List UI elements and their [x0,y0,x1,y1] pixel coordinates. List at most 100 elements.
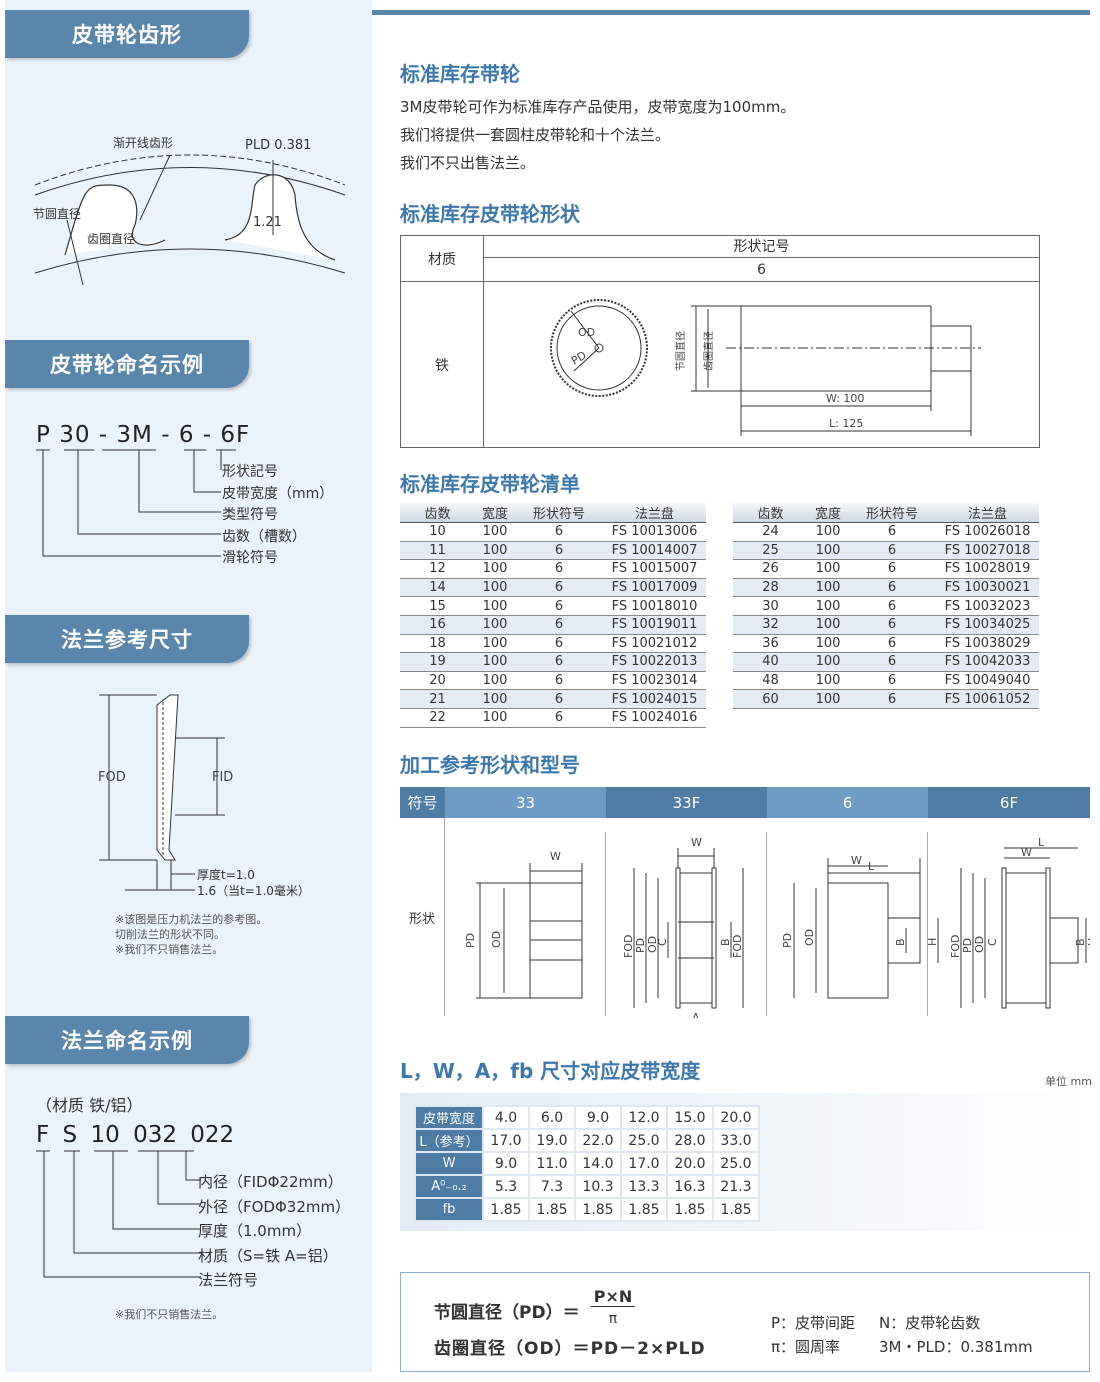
cell-width: 100 [808,522,848,542]
dim-b-6: B [894,938,907,946]
naming-legend: 形状記号 皮带宽度（mm） 类型符号 齿数（槽数） 滑轮符号 [222,462,333,570]
dims-cell: 9.0 [574,1105,622,1130]
fod-label: FOD [98,770,126,785]
cell-width: 100 [808,559,848,579]
cell-flange: FS 10028019 [936,559,1039,579]
cell-teeth: 32 [733,615,808,635]
dim-pd-33: PD [464,933,477,948]
cell-width: 100 [475,615,515,635]
cell-shape: 6 [848,559,936,579]
code-fod: 032 [133,1122,177,1148]
stock-line: 我们将提供一套圆柱皮带轮和十个法兰。 [400,126,671,144]
naming-item: 滑轮符号 [222,550,278,566]
cell-teeth: 22 [400,708,475,728]
cell-flange: FS 10038029 [936,634,1039,654]
dims-cell: 7.3 [528,1174,576,1199]
flange-notes: ※该图是压力机法兰的参考图。 切削法兰的形状不同。 ※我们不只销售法兰。 [115,912,267,957]
dims-row-header: fb [414,1197,484,1222]
dim-w-6f: W [1021,846,1032,859]
dim-a-33f: A [692,1011,700,1018]
cell-width: 100 [475,559,515,579]
cell-shape: 6 [515,652,603,672]
cell-flange: FS 10022013 [603,652,706,672]
thickness-label: 厚度t=1.0 [197,867,255,882]
col-width: 宽度 [808,503,848,523]
dim-fod2-33f: FOD [731,935,744,958]
involute-label: 渐开线齿形 [113,136,173,150]
code-sep: - [161,422,171,448]
naming-item: 类型符号 [222,507,278,523]
cell-flange: FS 10013006 [603,522,706,542]
cell-width: 100 [808,596,848,616]
flange-item: 外径（FODΦ32mm） [198,1197,351,1216]
cell-shape: 6 [848,689,936,709]
dims-row-header: A⁰₋₀.₂ [414,1174,484,1199]
dim-fod-33f: FOD [622,935,635,958]
cell-shape: 6 [848,634,936,654]
cell-shape: 6 [515,708,603,728]
cell-shape: 6 [848,541,936,561]
cell-flange: FS 10034025 [936,615,1039,635]
cell-flange: FS 10049040 [936,671,1039,691]
dims-cell: 1.85 [620,1197,668,1222]
col-teeth: 齿数 [400,503,475,523]
shape-title: 标准库存皮带轮形状 [400,202,580,226]
process-col-33: 33 [445,787,606,818]
process-col-6f: 6F [928,787,1090,818]
flange-code: F S 10 032 022 [36,1122,234,1148]
note: 切削法兰的形状不同。 [115,928,225,941]
cell-teeth: 10 [400,522,475,542]
note: ※我们不只销售法兰。 [115,943,224,956]
dims-cell: 1.85 [528,1197,576,1222]
cell-teeth: 19 [400,652,475,672]
dims-cell: 5.3 [482,1174,530,1199]
cell-flange: FS 10021012 [603,634,706,654]
dim-b-33f: B [719,938,732,946]
dims-cell: 1.85 [712,1197,760,1222]
cell-width: 100 [808,615,848,635]
pld-label: PLD 0.381 [245,138,311,153]
cell-teeth: 15 [400,596,475,616]
pitch-label: 节圆直径 [33,207,81,221]
cell-teeth: 18 [400,634,475,654]
cell-width: 100 [808,634,848,654]
process-body: 形状 W PD OD W FOD [400,818,1090,1018]
dim-w-33: W [550,850,561,863]
dims-cell: 21.3 [712,1174,760,1199]
dim-od-33f: OD [646,936,659,953]
cell-teeth: 48 [733,671,808,691]
code-width: 6 [178,422,195,448]
unit-label: 单位 mm [1045,1075,1092,1088]
l-dim-label: L: 125 [829,417,863,430]
cell-flange: FS 10026018 [936,522,1039,542]
process-table: 符号 33 33F 6 6F 形状 [400,787,1090,1018]
cell-width: 100 [808,578,848,598]
dim-l-6f: L [1038,836,1045,849]
fid-label: FID [212,770,233,785]
dims-cell: 13.3 [620,1174,668,1199]
code-f: F [36,1122,50,1148]
naming-leader-lines [36,449,236,557]
dims-cell: 25.0 [712,1151,760,1176]
cell-width: 100 [808,689,848,709]
cell-flange: FS 10019011 [603,615,706,635]
cell-flange: FS 10023014 [603,671,706,691]
